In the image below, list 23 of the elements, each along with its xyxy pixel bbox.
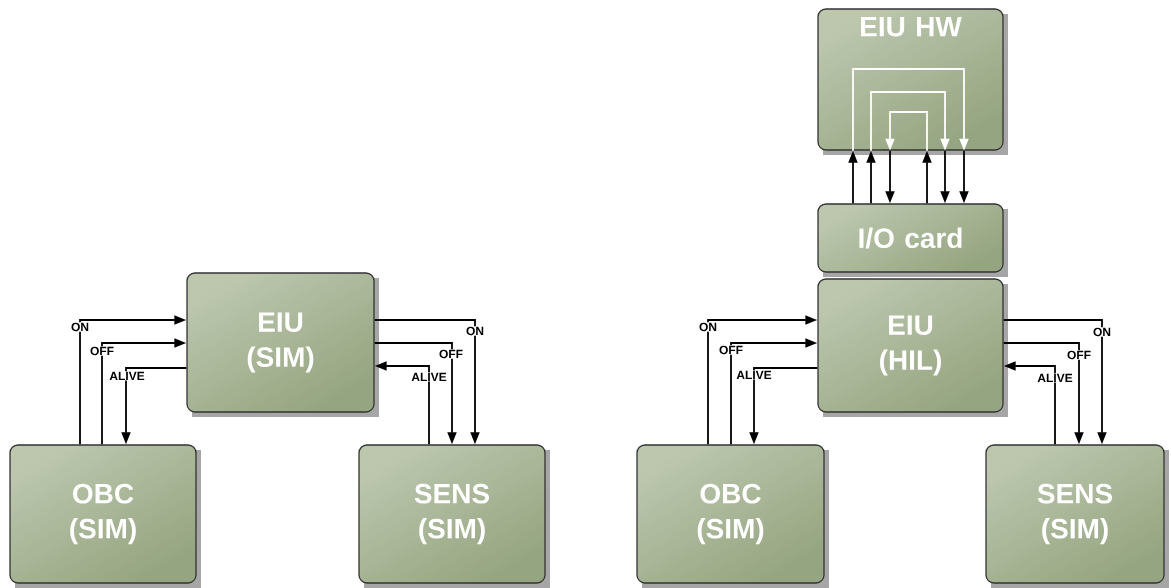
edge-label: ON: [1092, 327, 1112, 337]
edge-label: OFF: [438, 349, 464, 359]
edge-label: ON: [698, 322, 718, 332]
edge-label: ALIVE: [1036, 373, 1074, 383]
process-box: I/O card: [817, 203, 1008, 277]
process-box: EIU (SIM): [186, 272, 379, 417]
edge-label: ALIVE: [108, 371, 146, 381]
arrow: [885, 111, 928, 152]
process-box: OBC (SIM): [9, 444, 201, 588]
process-box: OBC (SIM): [636, 444, 829, 588]
process-box: SENS (SIM): [985, 444, 1169, 588]
process-box: EIU HW: [817, 8, 1008, 155]
arrow: [852, 68, 969, 152]
arrow: [870, 91, 950, 152]
edge-label: OFF: [89, 346, 115, 356]
process-box: SENS (SIM): [358, 444, 550, 588]
edge-label: ON: [465, 326, 485, 336]
edge-label: ALIVE: [410, 372, 448, 382]
edge-label: OFF: [718, 345, 744, 355]
edge-label: ALIVE: [735, 370, 773, 380]
edge-label: ON: [70, 322, 90, 332]
edge-label: OFF: [1066, 350, 1092, 360]
process-box: EIU (HIL): [817, 278, 1008, 417]
